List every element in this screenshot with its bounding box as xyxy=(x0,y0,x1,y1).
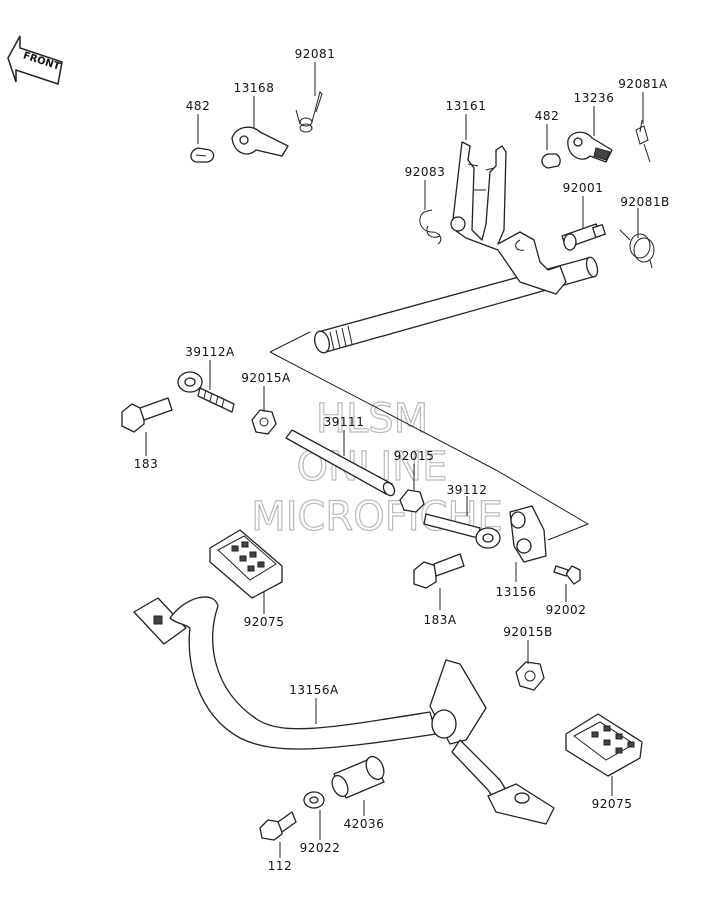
bolt-112 xyxy=(259,811,297,841)
front-arrow-icon: FRONT xyxy=(7,35,63,85)
label-92022: 92022 xyxy=(300,841,341,855)
watermark: HLSM ONLINE MICROFICHE xyxy=(251,395,504,540)
label-92075-right: 92075 xyxy=(592,797,633,811)
label-482-left: 482 xyxy=(186,99,210,113)
collar-42036 xyxy=(331,755,385,799)
bolt-183a xyxy=(413,553,465,589)
plate-13236 xyxy=(567,131,613,163)
spring-92081b xyxy=(619,229,655,269)
label-39112: 39112 xyxy=(447,483,488,497)
label-42036: 42036 xyxy=(344,817,385,831)
bolt-92001 xyxy=(561,223,606,251)
bolt-183 xyxy=(121,397,173,433)
label-92002: 92002 xyxy=(546,603,587,617)
brake-pedal-13156a xyxy=(133,596,555,825)
bolt-92002 xyxy=(553,565,581,585)
label-183a: 183A xyxy=(423,613,456,627)
label-92081b: 92081B xyxy=(620,195,669,209)
label-92015: 92015 xyxy=(394,449,435,463)
part-labels: 482 13168 92081 13161 482 13236 92081A 9… xyxy=(134,47,669,873)
label-39111: 39111 xyxy=(324,415,365,429)
label-183: 183 xyxy=(134,457,158,471)
spring-92083 xyxy=(419,209,442,245)
circlip-482-left xyxy=(190,147,215,163)
spring-92081a xyxy=(635,119,651,163)
linkage-reference-outline xyxy=(269,331,590,541)
label-13168: 13168 xyxy=(234,81,275,95)
rod-end-39112a xyxy=(177,371,235,413)
label-92083: 92083 xyxy=(405,165,446,179)
nut-92015b xyxy=(515,661,545,691)
leader-lines xyxy=(145,62,644,858)
label-482-right: 482 xyxy=(535,109,559,123)
label-92015b: 92015B xyxy=(503,625,552,639)
plate-13168 xyxy=(231,126,289,157)
rod-end-39112 xyxy=(423,513,501,549)
pedal-pad-92075-left xyxy=(209,529,283,599)
spring-92081 xyxy=(295,91,323,133)
clamp-lever-13156 xyxy=(509,505,547,563)
label-92081a: 92081A xyxy=(618,77,668,91)
tie-rod-39111 xyxy=(285,429,396,497)
label-92001: 92001 xyxy=(563,181,604,195)
washer-92022 xyxy=(303,791,325,809)
label-13156: 13156 xyxy=(496,585,537,599)
label-112: 112 xyxy=(268,859,292,873)
pedal-pad-92075-right xyxy=(565,713,643,777)
label-92081: 92081 xyxy=(295,47,336,61)
label-92075-left: 92075 xyxy=(244,615,285,629)
circlip-482-right xyxy=(541,153,561,169)
shift-arm xyxy=(450,141,567,295)
label-13236: 13236 xyxy=(574,91,615,105)
label-92015a: 92015A xyxy=(241,371,291,385)
label-39112a: 39112A xyxy=(185,345,235,359)
nut-92015 xyxy=(399,489,425,513)
label-13156a: 13156A xyxy=(289,683,339,697)
label-13161: 13161 xyxy=(446,99,487,113)
nut-92015a xyxy=(251,409,277,435)
watermark-line-1: HLSM xyxy=(316,396,428,442)
